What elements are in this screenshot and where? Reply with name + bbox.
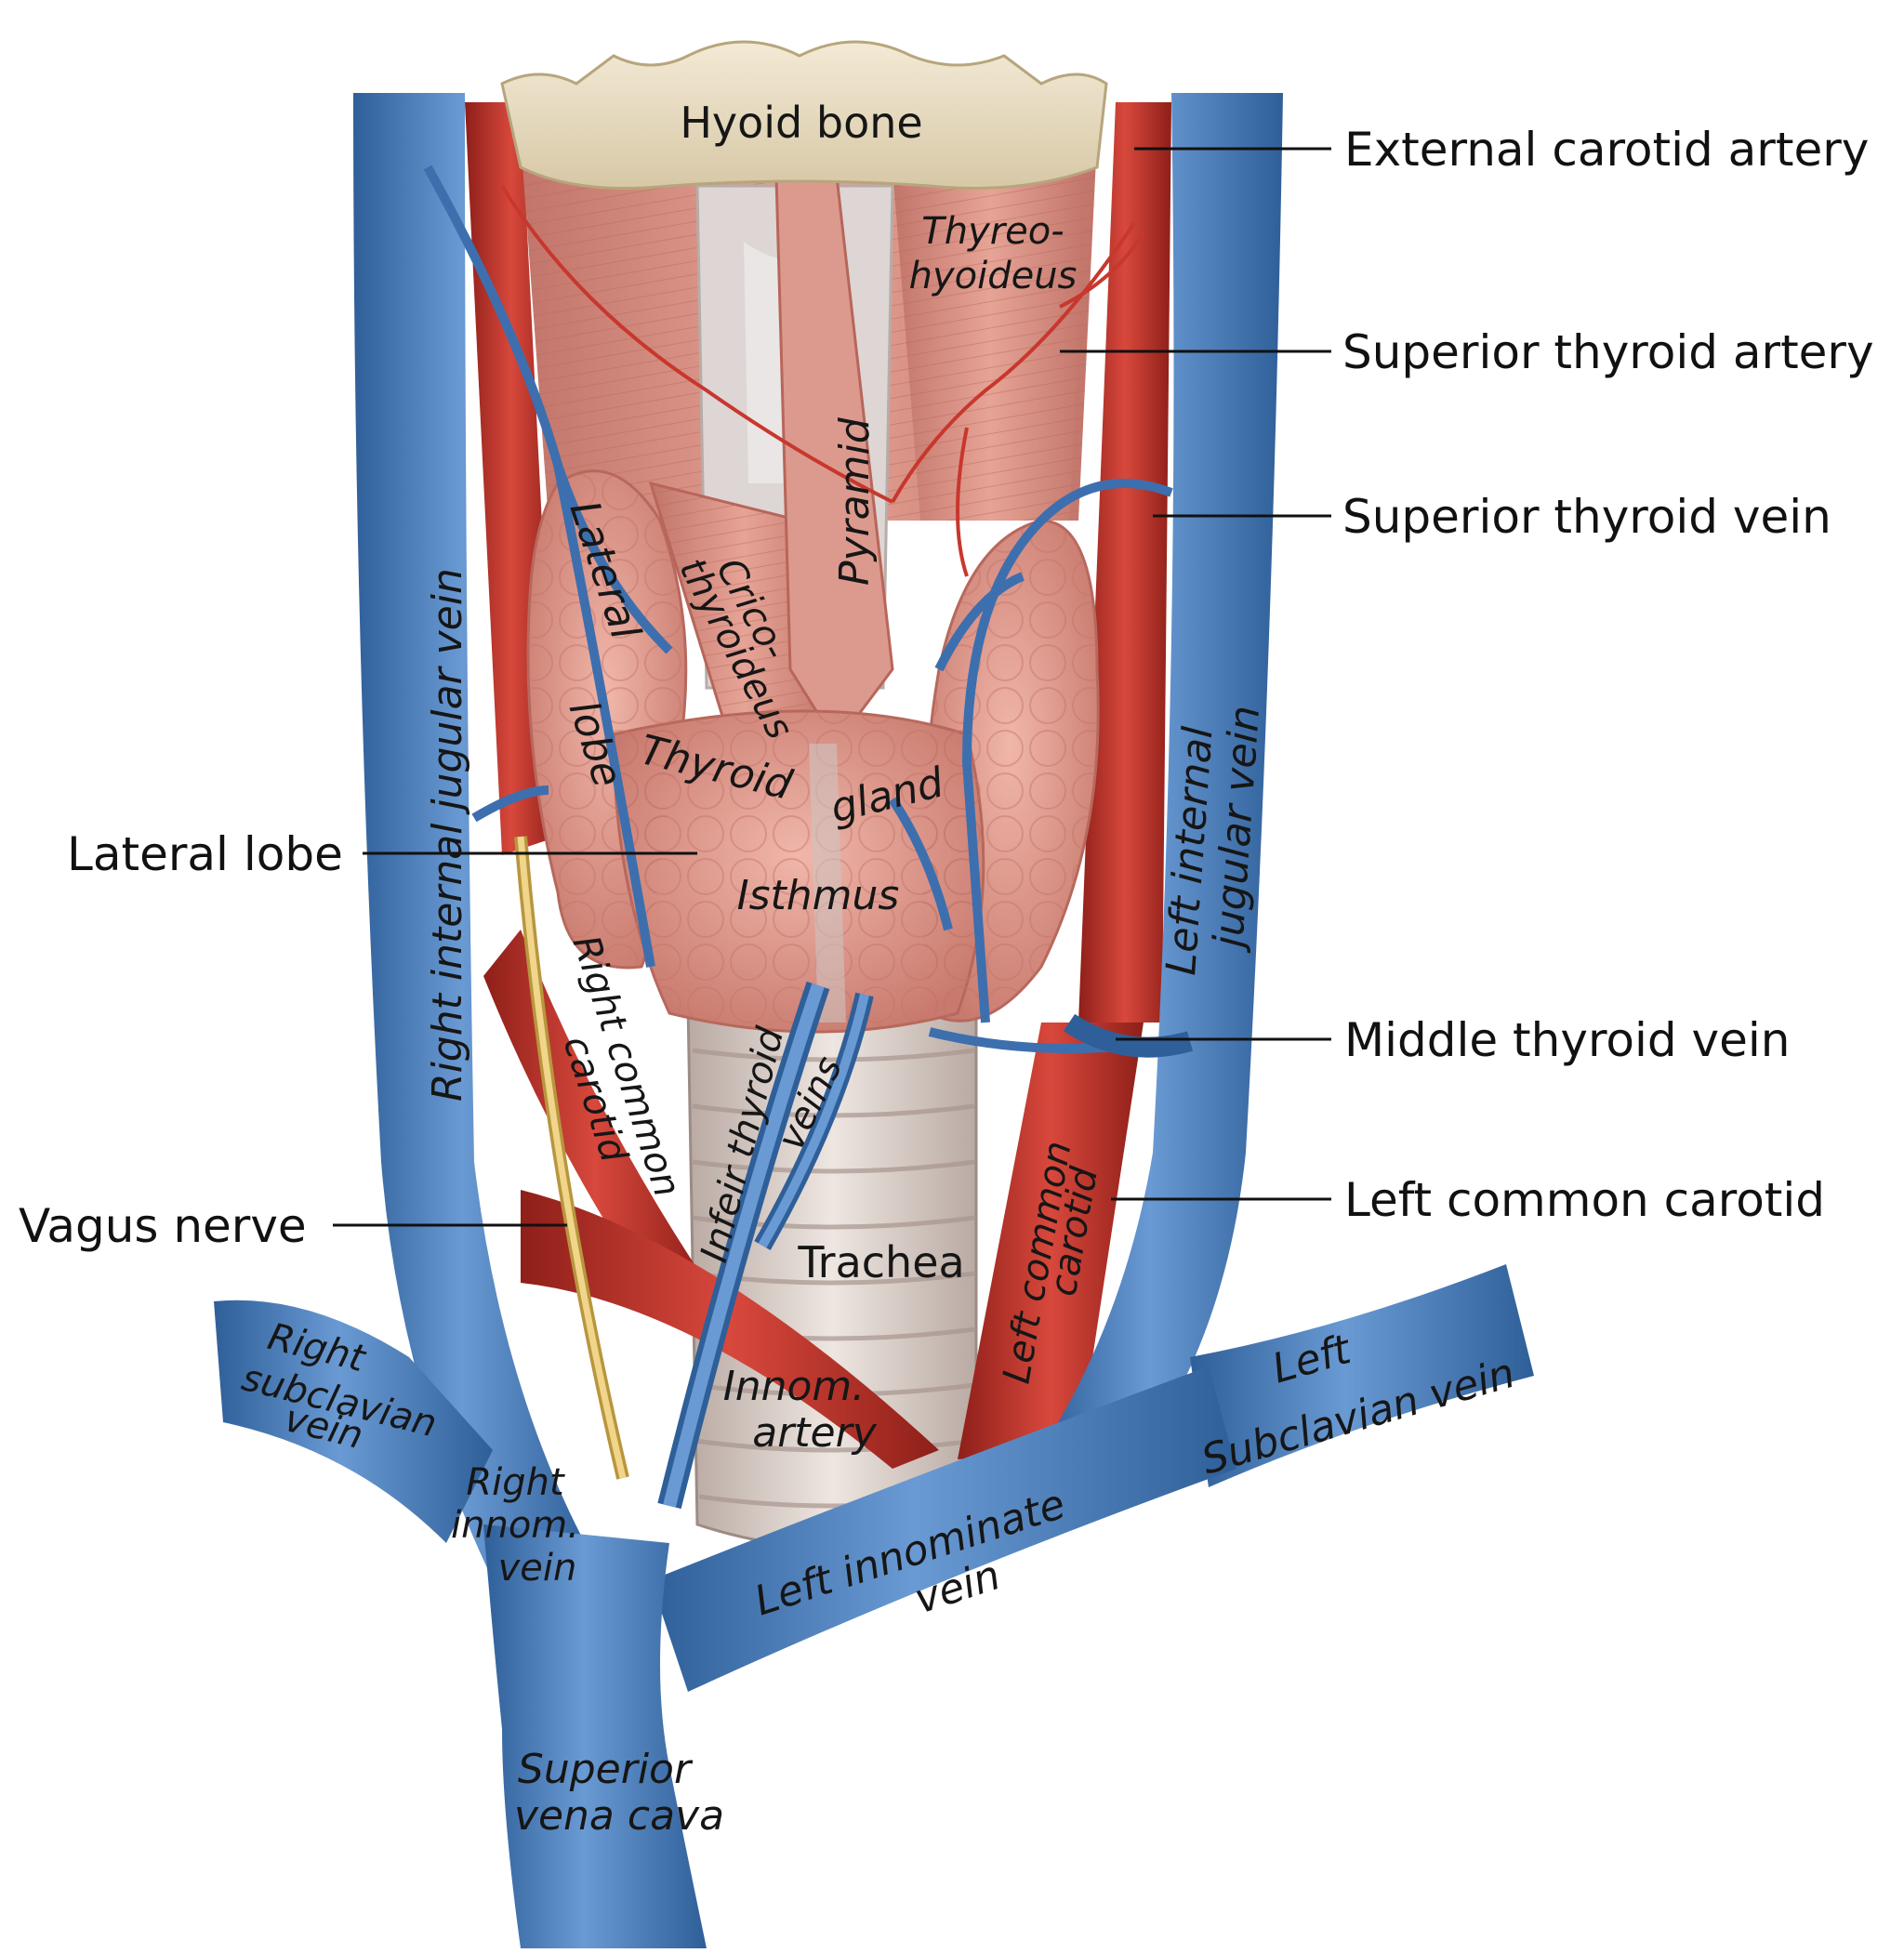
superior-thyroid-arteries [500, 184, 1145, 577]
label-right-innom-2: innom. [451, 1504, 579, 1547]
left-subclavian-vein [1190, 1264, 1534, 1487]
superior-vena-cava [483, 1524, 707, 1948]
label-external-carotid-artery: External carotid artery [1344, 123, 1869, 177]
label-thyreo-1: Thyreo- [921, 210, 1064, 253]
label-hyoid-bone: Hyoid bone [680, 98, 922, 148]
label-pyramid: Pyramid [831, 416, 879, 586]
left-innominate-vein [651, 1366, 1236, 1692]
label-superior-thyroid-vein: Superior thyroid vein [1342, 490, 1831, 544]
label-right-innom-3: vein [498, 1547, 577, 1590]
label-thyreo-2: hyoideus [909, 255, 1078, 297]
innominate-artery [521, 1190, 939, 1469]
right-subclavian-vein [214, 1300, 493, 1543]
right-internal-jugular-vein [353, 93, 595, 1599]
label-svc-2: vena cava [514, 1792, 724, 1840]
label-isthmus: Isthmus [737, 872, 900, 919]
superior-thyroid-veins [423, 165, 1173, 1053]
label-superior-thyroid-artery: Superior thyroid artery [1342, 325, 1874, 379]
veins [214, 93, 1534, 1948]
leader-lines [333, 147, 1331, 1227]
left-common-carotid-artery [958, 1023, 1144, 1459]
middle-thyroid-vein [1063, 1013, 1194, 1058]
label-svc-1: Superior [518, 1746, 694, 1793]
larynx-muscles [521, 139, 1097, 746]
tracheal-rings [692, 1048, 975, 1509]
label-innom-artery-1: Innom. [723, 1363, 866, 1410]
left-internal-jugular-vein [1041, 93, 1283, 1450]
external-carotid-artery [1078, 102, 1171, 1023]
label-innom-artery-2: artery [752, 1409, 877, 1457]
label-vagus-nerve: Vagus nerve [19, 1199, 307, 1253]
label-middle-thyroid-vein: Middle thyroid vein [1344, 1013, 1790, 1067]
label-right-internal-jugular-vein: Right internal jugular vein [424, 568, 471, 1102]
label-lateral-lobe: Lateral lobe [67, 827, 343, 881]
vagus-nerve-highlight [517, 836, 627, 1479]
label-left-common-carotid: Left common carotid [1344, 1173, 1825, 1227]
label-right-innom-1: Right [466, 1461, 565, 1504]
hyoid-bone [500, 40, 1108, 190]
label-trachea: Trachea [797, 1237, 964, 1287]
callout-labels: External carotid artery Superior thyroid… [19, 123, 1874, 1253]
